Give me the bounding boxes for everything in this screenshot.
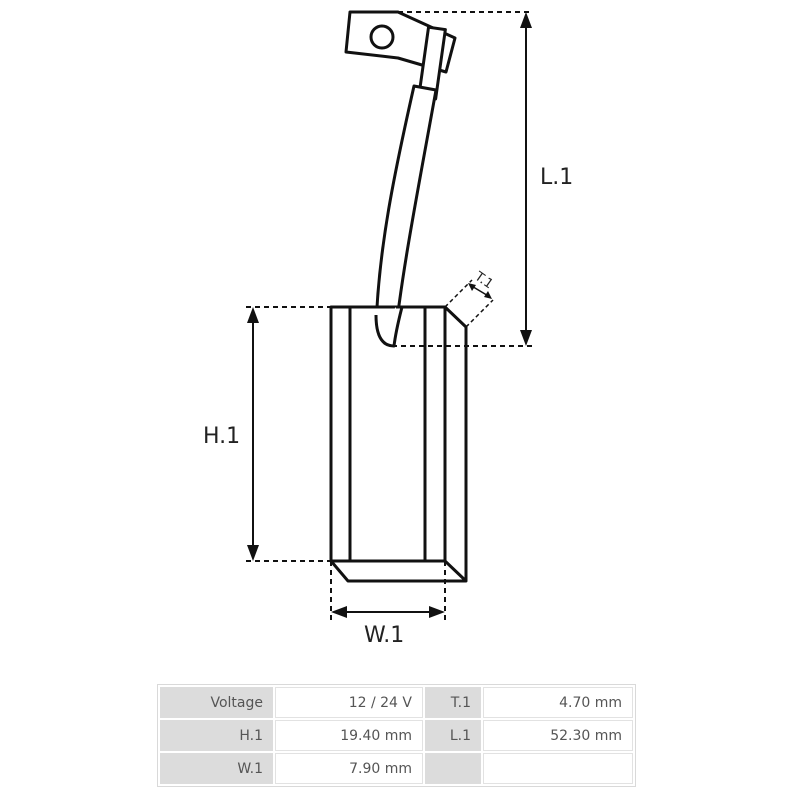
spec-label: Voltage (160, 687, 273, 718)
table-row: H.1 19.40 mm L.1 52.30 mm (160, 720, 633, 751)
carbon-brush-drawing: L.1 H.1 W.1 T.1 (203, 10, 573, 648)
dim-thickness-label: T.1 (471, 269, 496, 293)
spec-value: 12 / 24 V (275, 687, 423, 718)
dim-width-label: W.1 (364, 623, 404, 648)
terminal-lug (344, 10, 457, 101)
spec-value: 19.40 mm (275, 720, 423, 751)
spec-label: W.1 (160, 753, 273, 784)
table-row: Voltage 12 / 24 V T.1 4.70 mm (160, 687, 633, 718)
spec-value: 7.90 mm (275, 753, 423, 784)
dim-thickness: T.1 (444, 269, 496, 328)
spec-label: T.1 (425, 687, 481, 718)
spec-value: 4.70 mm (483, 687, 633, 718)
spec-label: L.1 (425, 720, 481, 751)
spec-value (483, 753, 633, 784)
spec-label: H.1 (160, 720, 273, 751)
spec-table: Voltage 12 / 24 V T.1 4.70 mm H.1 19.40 … (157, 684, 636, 787)
dim-width: W.1 (330, 561, 446, 648)
dim-height-label: H.1 (203, 424, 240, 449)
brush-block (329, 305, 468, 583)
dim-length-label: L.1 (540, 165, 573, 190)
dim-height: H.1 (203, 306, 331, 562)
lug-hole (369, 24, 395, 50)
table-row: W.1 7.90 mm (160, 753, 633, 784)
dim-length: L.1 (392, 11, 573, 347)
spec-label (425, 753, 481, 784)
spec-value: 52.30 mm (483, 720, 633, 751)
